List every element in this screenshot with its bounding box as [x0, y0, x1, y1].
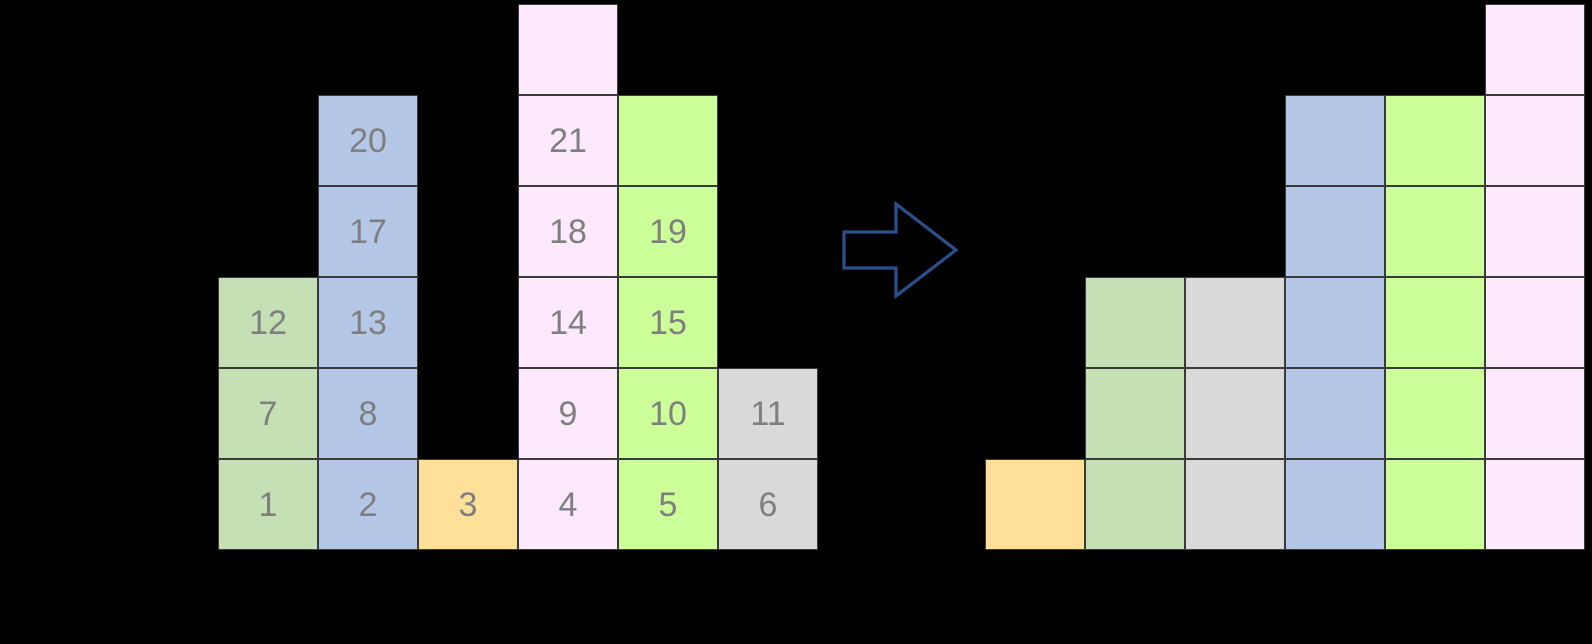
sorted-cell: [1385, 277, 1485, 368]
sorted-cell: [1385, 186, 1485, 277]
unsorted-cell: 12: [218, 277, 318, 368]
sorted-cell: [1285, 186, 1385, 277]
unsorted-cell: 13: [318, 277, 418, 368]
unsorted-cell: 1: [218, 459, 318, 550]
sorted-cell: [1485, 4, 1585, 95]
unsorted-cell: 21: [518, 95, 618, 186]
sorted-cell: [1285, 277, 1385, 368]
sorted-column-4: [1285, 0, 1385, 550]
sorted-cell: [1285, 95, 1385, 186]
unsorted-cell: 18: [518, 186, 618, 277]
sorted-cell: [1085, 368, 1185, 459]
sorted-cell: [1485, 368, 1585, 459]
sorted-column-2: [1085, 0, 1185, 550]
unsorted-cell: 15: [618, 277, 718, 368]
unsorted-column-3: 3: [418, 0, 518, 550]
sorted-cell: [1385, 459, 1485, 550]
sorted-cell: [1385, 368, 1485, 459]
unsorted-cell: 7: [218, 368, 318, 459]
unsorted-cell: 14: [518, 277, 618, 368]
sorted-cell: [1185, 459, 1285, 550]
unsorted-cell: 9: [518, 368, 618, 459]
unsorted-cell: 10: [618, 368, 718, 459]
sorted-column-5: [1385, 0, 1485, 550]
unsorted-cell: [518, 4, 618, 95]
sorted-cell: [1485, 186, 1585, 277]
unsorted-cell: [618, 95, 718, 186]
unsorted-cell: 4: [518, 459, 618, 550]
unsorted-cell: 8: [318, 368, 418, 459]
sorted-cell: [1485, 459, 1585, 550]
unsorted-cell: 19: [618, 186, 718, 277]
sorted-cell: [1285, 368, 1385, 459]
unsorted-cell: 5: [618, 459, 718, 550]
sorted-column-1: [985, 0, 1085, 550]
unsorted-cell: 20: [318, 95, 418, 186]
sorted-column-3: [1185, 0, 1285, 550]
sorted-cell: [1485, 95, 1585, 186]
sorted-cell: [1085, 459, 1185, 550]
unsorted-cell: 11: [718, 368, 818, 459]
sorted-cell: [1085, 277, 1185, 368]
unsorted-cell: 2: [318, 459, 418, 550]
sorted-cell: [1385, 95, 1485, 186]
sorted-cell: [1185, 277, 1285, 368]
unsorted-cell: 3: [418, 459, 518, 550]
sorted-cell: [985, 459, 1085, 550]
sorted-cell: [1285, 459, 1385, 550]
transform-arrow-icon: [842, 200, 959, 300]
sorted-column-6: [1485, 0, 1585, 550]
unsorted-cell: 17: [318, 186, 418, 277]
unsorted-cell: 6: [718, 459, 818, 550]
sorted-cell: [1185, 368, 1285, 459]
sorted-cell: [1485, 277, 1585, 368]
